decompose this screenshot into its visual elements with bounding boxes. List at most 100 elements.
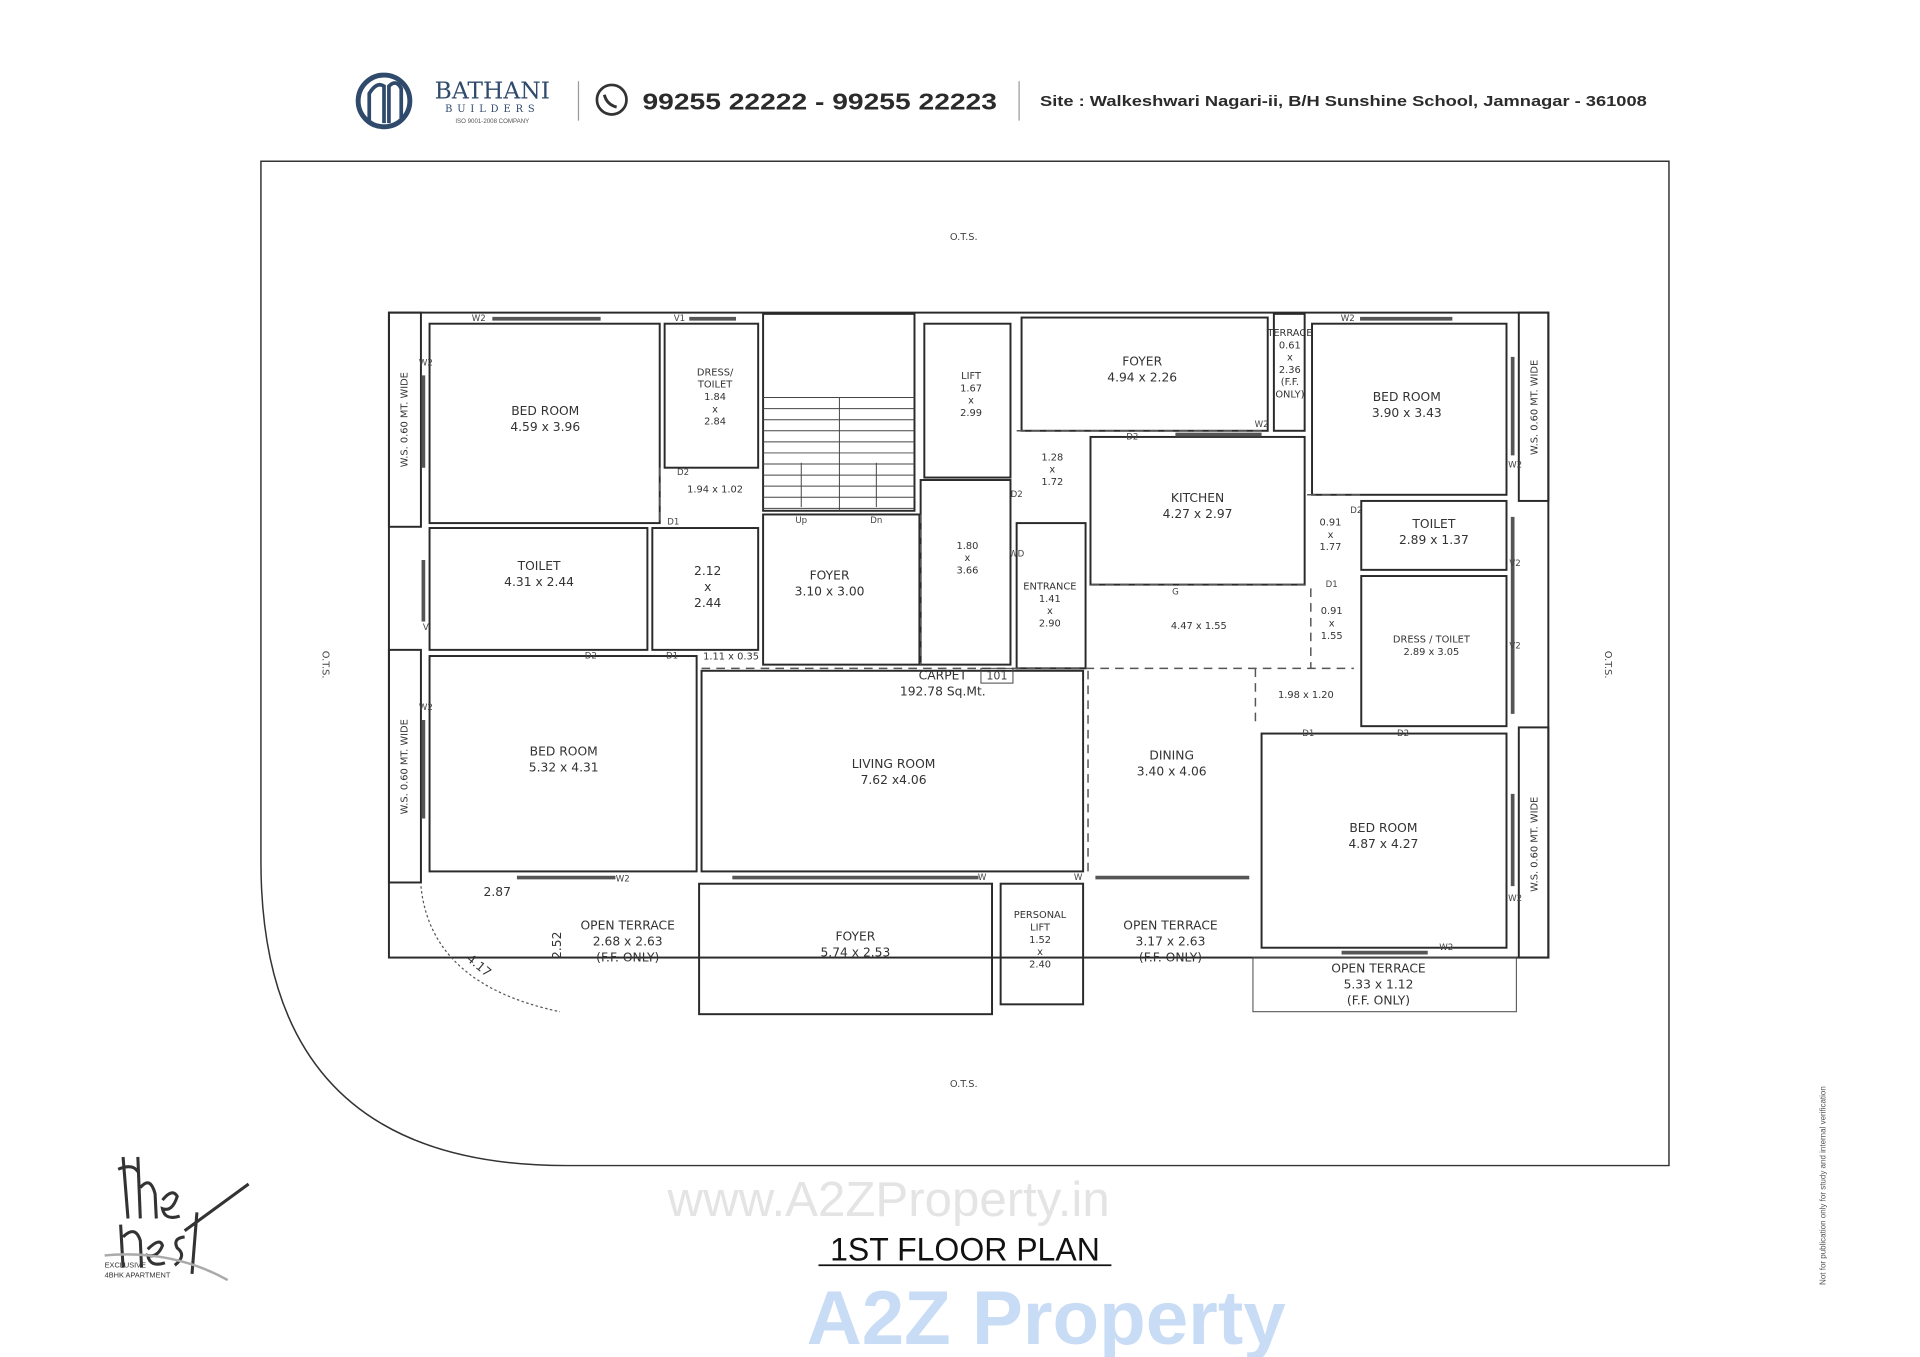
room-label: ENTRANCE: [1023, 582, 1076, 593]
room-label: DINING: [1149, 748, 1194, 762]
room-label: CARPET: [919, 668, 968, 682]
watermark-url: www.A2ZProperty.in: [667, 1172, 1110, 1227]
room-label: TERRACE: [1266, 328, 1312, 339]
room-label: x: [704, 580, 711, 594]
phone-numbers: 99255 22222 - 99255 22223: [642, 89, 996, 115]
opening-tag: Dn: [870, 516, 882, 526]
room-label: KITCHEN: [1171, 491, 1224, 505]
room-label: x: [1287, 353, 1293, 364]
room-label: OPEN TERRACE: [1331, 961, 1425, 975]
room-label: (F.F. ONLY): [1139, 950, 1202, 964]
room-label: 5.32 x 4.31: [529, 761, 599, 775]
whatsapp-phone-icon: [595, 83, 628, 116]
dim-2-52: 2.52: [550, 932, 564, 959]
room-label: FOYER: [835, 929, 875, 943]
opening-tag: Up: [795, 516, 807, 526]
room-label: FOYER: [1122, 355, 1162, 369]
plot-boundary: [260, 160, 1670, 1167]
room-label: TOILET: [1411, 517, 1455, 531]
room-label: DRESS / TOILET: [1393, 634, 1471, 645]
room-label: 2.84: [704, 417, 726, 428]
opening-tag: V2: [1509, 559, 1520, 569]
opening-tag: D2: [1126, 432, 1138, 442]
room-label: 2.68 x 2.63: [593, 934, 663, 948]
room-label: 1.41: [1039, 594, 1061, 605]
side-note: Not for publication only for study and i…: [1818, 1086, 1827, 1285]
room-label: 4.87 x 4.27: [1348, 837, 1418, 851]
opening-tag: D2: [1397, 729, 1409, 739]
opening-tag: W2: [1439, 943, 1453, 953]
room-label: 1.28: [1041, 452, 1063, 463]
room-label: TOILET: [697, 380, 733, 391]
room-label: (F.F. ONLY): [1347, 993, 1410, 1007]
ws-label: W.S. 0.60 MT. WIDE: [1529, 797, 1540, 892]
room-label: 2.89 x 1.37: [1399, 533, 1469, 547]
room-label: x: [1328, 530, 1334, 541]
room-label: 1.52: [1029, 935, 1051, 946]
room-label: ONLY): [1275, 390, 1304, 401]
ots-left: O.T.S.: [319, 651, 330, 679]
room-label: 2.44: [694, 596, 722, 610]
opening-tag: D1: [1326, 580, 1338, 590]
the-nest-logo: EXCLUSIVE 4BHK APARTMENT: [104, 1156, 250, 1282]
room-label: BED ROOM: [1373, 390, 1441, 404]
room-label: 3.10 x 3.00: [795, 585, 865, 599]
ws-label: W.S. 0.60 MT. WIDE: [399, 372, 410, 467]
opening-tag: D2: [1011, 490, 1023, 500]
brand-sub: BUILDERS: [445, 104, 540, 115]
bathani-logo-icon: [355, 72, 413, 130]
logo-tagline-2: 4BHK APARTMENT: [105, 1271, 171, 1280]
room-label: BED ROOM: [530, 745, 598, 759]
room-label: 0.91: [1321, 606, 1343, 617]
opening-tag: W: [978, 873, 987, 883]
room-label: 4.31 x 2.44: [504, 575, 574, 589]
opening-tag: W2: [1508, 894, 1522, 904]
unit-number: 101: [986, 669, 1007, 682]
room-label: x: [1049, 465, 1055, 476]
room-label: 0.91: [1320, 518, 1342, 529]
ws-label: W.S. 0.60 MT. WIDE: [1529, 360, 1540, 455]
room-label: 2.36: [1279, 365, 1301, 376]
ots-bottom: O.T.S.: [950, 1079, 978, 1090]
ots-top: O.T.S.: [950, 232, 978, 243]
opening-tag: G: [1172, 587, 1179, 597]
ws-label: W.S. 0.60 MT. WIDE: [399, 719, 410, 814]
room-label: 5.33 x 1.12: [1344, 977, 1414, 991]
opening-tag: WD: [1009, 549, 1025, 559]
room-label: 1.84: [704, 392, 726, 403]
opening-tag: V2: [1509, 642, 1520, 652]
room-label: LIVING ROOM: [852, 757, 936, 771]
opening-tag: V: [423, 623, 429, 633]
room-label: OPEN TERRACE: [1123, 918, 1217, 932]
room-label: 2.12: [694, 564, 721, 578]
room-label: 1.55: [1321, 631, 1343, 642]
room-label: 4.94 x 2.26: [1107, 371, 1177, 385]
room-label: BED ROOM: [1349, 821, 1417, 835]
ots-right: O.T.S.: [1602, 651, 1613, 679]
room-label: LIFT: [1030, 922, 1051, 933]
room-label: 2.89 x 3.05: [1403, 647, 1459, 658]
brand-cert: ISO 9001-2008 COMPANY: [455, 118, 529, 125]
watermark-brand: A2Z Property: [807, 1276, 1287, 1357]
room-label: 2.40: [1029, 959, 1051, 970]
opening-tag: W: [1074, 873, 1083, 883]
room-label: OPEN TERRACE: [581, 918, 675, 932]
walls: [387, 311, 1550, 1016]
room-label: 0.61: [1279, 340, 1301, 351]
dim-4-17: 4.17: [464, 951, 494, 979]
room-label: 3.17 x 2.63: [1136, 934, 1206, 948]
opening-tag: D2: [677, 468, 689, 478]
room-label: PERSONAL: [1014, 910, 1067, 921]
room-label: 5.74 x 2.53: [820, 945, 890, 959]
room-label: 4.27 x 2.97: [1163, 507, 1233, 521]
room-label: 4.59 x 3.96: [510, 420, 580, 434]
room-label: 1.11 x 0.35: [703, 652, 759, 663]
logo-tagline-1: EXCLUSIVE: [105, 1261, 146, 1270]
room-label: x: [712, 404, 718, 415]
room-label: x: [1037, 947, 1043, 958]
opening-tag: D2: [585, 651, 597, 661]
room-label: FOYER: [810, 569, 850, 583]
room-label: 1.98 x 1.20: [1278, 690, 1334, 701]
